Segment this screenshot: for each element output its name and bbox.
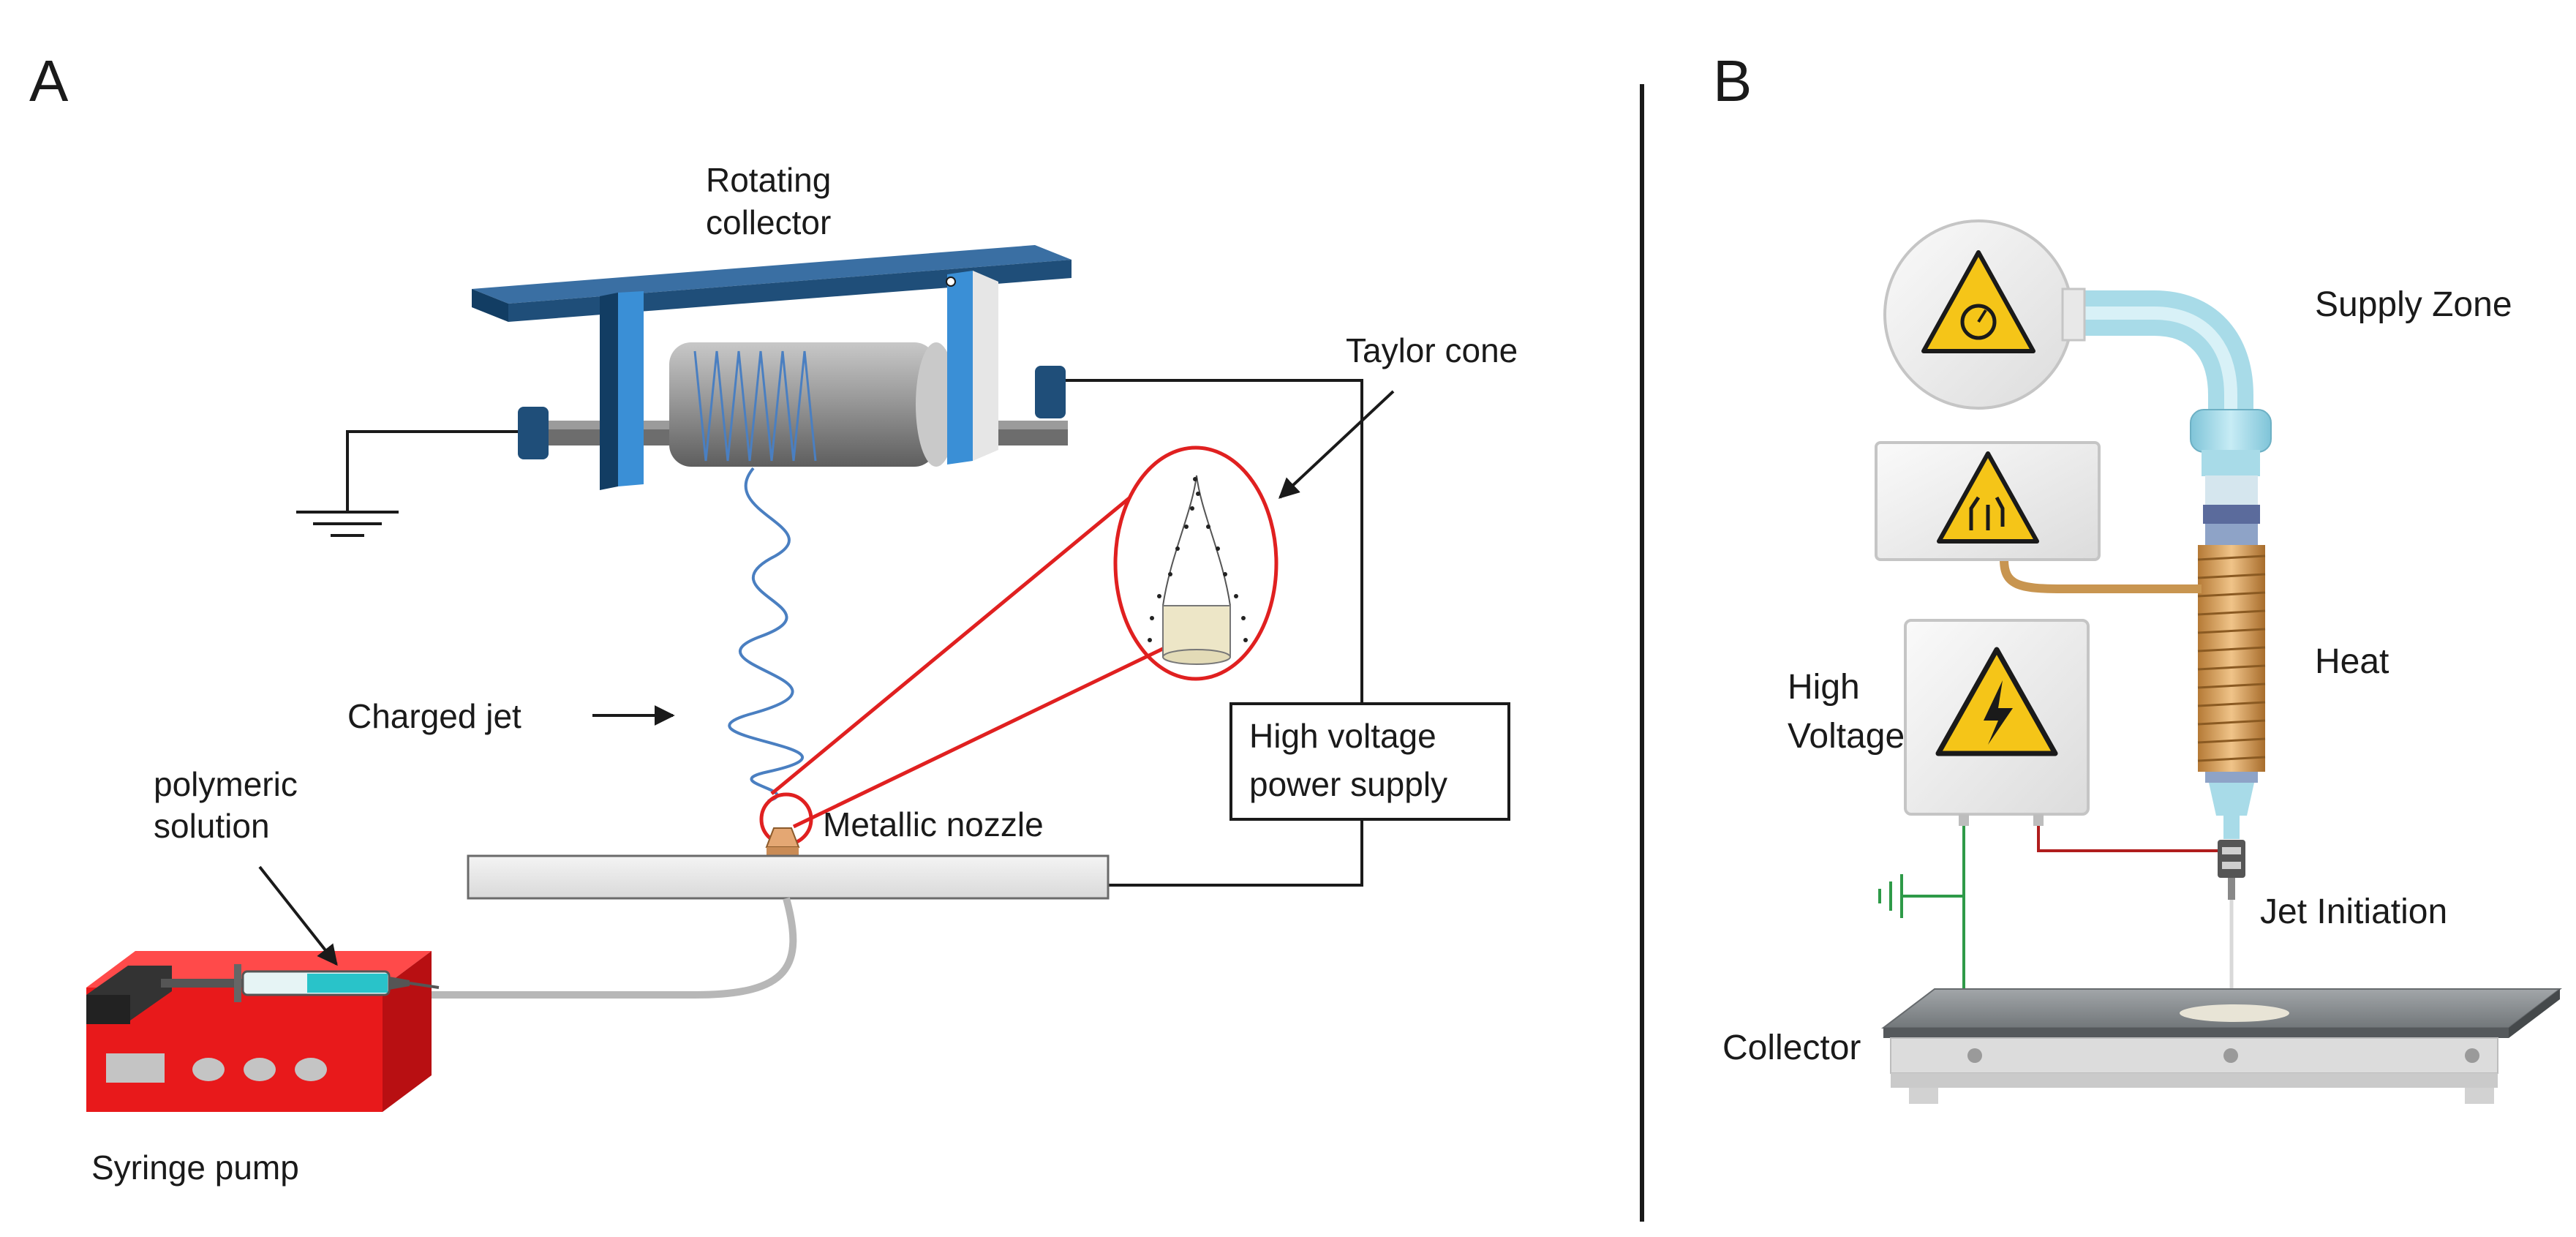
charged-jet <box>728 467 804 802</box>
high-voltage-warning-icon <box>1935 647 2058 756</box>
label-syringe-pump: Syringe pump <box>91 1148 299 1187</box>
panel-a: A <box>29 48 1518 1187</box>
circuit-wires <box>1061 379 1363 887</box>
ground-symbol-a <box>296 430 523 537</box>
label-collector: Collector <box>1722 1029 1861 1067</box>
rotating-collector <box>472 245 1072 490</box>
label-supply-zone: Supply Zone <box>2315 285 2512 324</box>
feed-tube <box>432 897 797 999</box>
deposited-fibers <box>2180 1004 2289 1022</box>
label-high-voltage-2: Voltage <box>1788 717 1905 756</box>
label-rotating-collector-2: collector <box>706 203 831 241</box>
label-power-supply-1: High voltage <box>1249 717 1436 755</box>
panel-b: B <box>1713 48 2562 1104</box>
label-jet-initiation: Jet Initiation <box>2260 892 2447 931</box>
taylor-cone-arrow <box>1278 390 1395 499</box>
polymeric-solution-arrow <box>258 865 338 966</box>
label-power-supply-2: power supply <box>1249 765 1447 803</box>
label-heat: Heat <box>2315 642 2389 681</box>
syringe-pump <box>86 951 432 1112</box>
label-rotating-collector-1: Rotating <box>706 161 831 199</box>
power-supply-box <box>1229 702 1510 821</box>
label-polymeric-1: polymeric <box>154 765 298 803</box>
label-metallic-nozzle: Metallic nozzle <box>823 805 1044 843</box>
pressure-gauge-warning-icon <box>1921 250 2035 353</box>
label-charged-jet: Charged jet <box>347 697 521 735</box>
nozzle-platform <box>467 854 1110 900</box>
collector-hub-right <box>1035 366 1066 418</box>
wound-fibers <box>693 350 817 462</box>
heat-controller-unit <box>1875 441 2101 561</box>
collector-hub-left <box>518 407 549 459</box>
heater-coil <box>2197 545 2266 772</box>
label-high-voltage-1: High <box>1788 668 1860 707</box>
high-voltage-wire <box>2037 826 2218 852</box>
high-voltage-unit <box>1904 619 2090 826</box>
taylor-cone-inset <box>1113 445 1278 681</box>
taylor-cone-drawing <box>1148 475 1248 665</box>
label-polymeric-2: solution <box>154 807 270 845</box>
spinneret-nozzle <box>2218 840 2245 900</box>
metallic-nozzle <box>765 827 800 856</box>
syringe <box>161 964 440 1002</box>
label-taylor-cone: Taylor cone <box>1346 331 1518 369</box>
supply-zone-unit <box>1883 219 2086 410</box>
panel-b-letter: B <box>1713 48 1752 113</box>
ground-wire-b <box>1878 826 1965 1006</box>
heater-wire <box>2000 559 2202 593</box>
panel-a-letter: A <box>29 48 69 113</box>
hot-surface-warning-icon <box>1937 451 2039 544</box>
collector-plate <box>1881 988 2562 1104</box>
